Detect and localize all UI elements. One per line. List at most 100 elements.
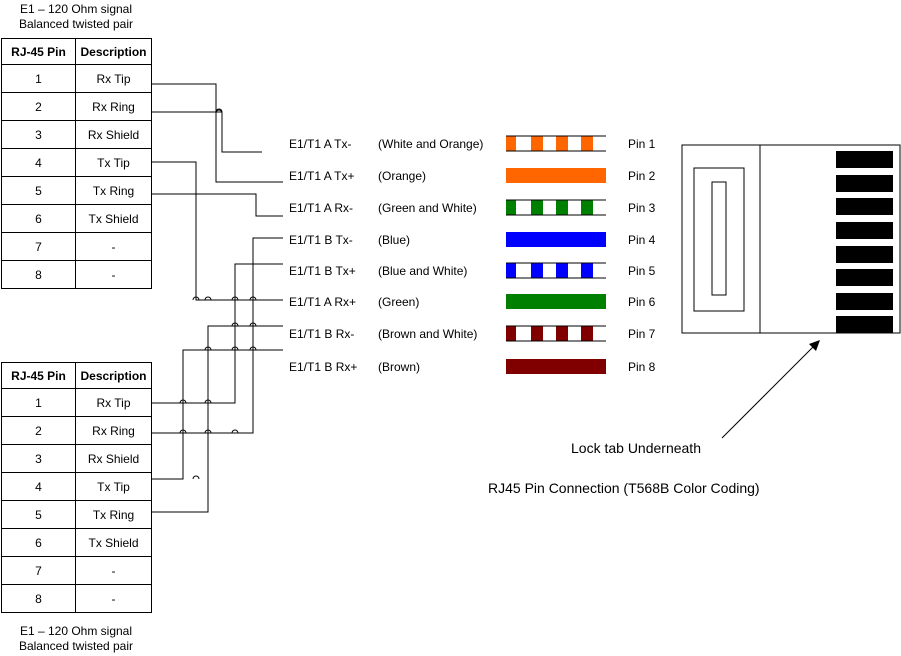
wire-bump [249, 296, 257, 301]
header-rj45-pin: RJ-45 Pin [1, 362, 76, 389]
pin-cell: 6 [1, 528, 76, 557]
wire-top-3 [152, 161, 283, 301]
wire-color-name: (Brown and White) [378, 327, 477, 341]
signal-name: E1/T1 A Rx- [289, 201, 353, 215]
wire-stripe [531, 136, 543, 151]
signal-name: E1/T1 A Tx+ [289, 169, 354, 183]
contact-pin [836, 151, 893, 168]
signal-name: E1/T1 B Rx- [289, 327, 354, 341]
contact-pin [836, 293, 893, 310]
table-header-row: RJ-45 Pin Description [1, 362, 152, 389]
contact-pin [836, 222, 893, 239]
wire-color-name: (Blue) [378, 233, 410, 247]
pin-label: Pin 7 [628, 327, 656, 341]
signal-name: E1/T1 A Rx+ [289, 295, 356, 309]
pin-label: Pin 1 [628, 137, 656, 151]
description-cell: - [75, 584, 152, 613]
wire-bottom-1 [152, 263, 283, 404]
table-row: 7- [1, 556, 152, 585]
pin-label: Pin 2 [628, 169, 656, 183]
wire-color-name: (Green) [378, 295, 419, 309]
wire-bump [231, 429, 239, 434]
description-cell: - [75, 260, 152, 289]
wire-bump [231, 296, 239, 301]
wire-bump [204, 399, 212, 404]
wire-stripe [531, 263, 543, 278]
description-cell: - [75, 556, 152, 585]
pin-label: Pin 3 [628, 201, 656, 215]
wire-stripe [506, 263, 516, 278]
wire-stripe [581, 200, 593, 215]
wire-bump [179, 429, 187, 434]
pin-cell: 8 [1, 584, 76, 613]
description-cell: Rx Ring [75, 92, 152, 121]
pin-cell: 5 [1, 176, 76, 205]
lock-tab-arrow-line [721, 344, 816, 439]
top-caption-line2: Balanced twisted pair [18, 17, 134, 31]
table-row: 8- [1, 584, 152, 613]
description-cell: Rx Shield [75, 444, 152, 473]
pin-label: Pin 6 [628, 295, 656, 309]
bottom-caption-line1: E1 – 120 Ohm signal [19, 624, 133, 638]
description-cell: Tx Ring [75, 176, 152, 205]
lock-tab-arrowhead [809, 340, 820, 351]
wire-bottom-4 [152, 325, 283, 513]
header-rj45-pin: RJ-45 Pin [1, 38, 76, 65]
wire-color-name: (Blue and White) [378, 264, 467, 278]
description-cell: Rx Ring [75, 416, 152, 445]
pin-cell: 3 [1, 444, 76, 473]
wire-color-name: (Orange) [378, 169, 426, 183]
wire-stripe [556, 263, 568, 278]
wire-color-swatch [506, 359, 606, 374]
wire-stripe [531, 200, 543, 215]
wire-stripe [556, 326, 568, 341]
pin-cell: 7 [1, 556, 76, 585]
wire-stripe [581, 136, 593, 151]
contact-pins [836, 151, 893, 333]
top-caption-line1: E1 – 120 Ohm signal [19, 2, 133, 16]
description-cell: Tx Tip [75, 472, 152, 501]
header-description: Description [75, 362, 152, 389]
contact-pin [836, 316, 893, 333]
wire-color-name: (White and Orange) [378, 137, 483, 151]
description-cell: Tx Tip [75, 148, 152, 177]
contact-pin [836, 246, 893, 263]
wire-stripe [556, 200, 568, 215]
wire-bump [192, 475, 200, 480]
bottom-caption: E1 – 120 Ohm signal Balanced twisted pai… [1, 624, 151, 654]
table-row: 8- [1, 260, 152, 289]
pin-cell: 6 [1, 204, 76, 233]
wire-color-swatch [506, 168, 606, 183]
wire-color-swatch [506, 232, 606, 247]
wire-stripe [506, 200, 516, 215]
contact-pin [836, 198, 893, 215]
description-cell: Rx Shield [75, 120, 152, 149]
rj45-connector [681, 144, 901, 334]
wire-bump [204, 346, 212, 351]
wire-bump [249, 322, 257, 327]
wire-stripe [556, 136, 568, 151]
pin-cell: 2 [1, 92, 76, 121]
description-cell: - [75, 232, 152, 261]
pin-cell: 3 [1, 120, 76, 149]
signal-rows: E1/T1 A Tx-(White and Orange)Pin 1E1/T1 … [289, 135, 656, 374]
description-cell: Tx Shield [75, 528, 152, 557]
signal-name: E1/T1 B Tx+ [289, 264, 356, 278]
wire-bottom-2 [152, 237, 283, 434]
pin-label: Pin 4 [628, 233, 656, 247]
signal-name: E1/T1 B Rx+ [289, 360, 357, 374]
wire-stripe [581, 263, 593, 278]
top-caption: E1 – 120 Ohm signal Balanced twisted pai… [1, 2, 151, 32]
pin-label: Pin 8 [628, 360, 656, 374]
lock-tab-label: Lock tab Underneath [571, 440, 701, 456]
wire-bump [192, 296, 200, 301]
wire-top-2 [152, 108, 283, 183]
